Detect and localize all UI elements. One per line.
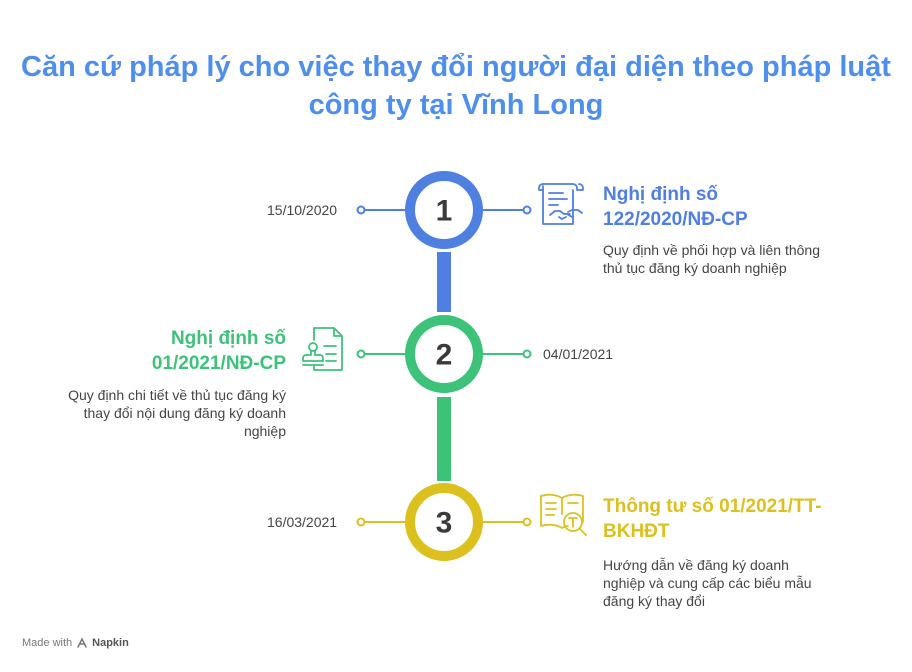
step-3-heading: Thông tư số 01/2021/TT- BKHĐT [603,494,822,544]
step-1-heading-line-2: 122/2020/NĐ-CP [603,209,748,230]
contract-handshake-icon [538,183,584,225]
step-1-desc-line-2: thủ tục đăng ký doanh nghiệp [603,260,787,276]
step-3-number: 3 [436,507,453,540]
step-2-number: 2 [436,339,453,372]
step-3-heading-line-2: BKHĐT [603,521,670,542]
step-1-circle [405,171,483,249]
connector-2-3 [437,397,451,481]
step-1-right-dot [522,205,532,215]
step-2-right-dot [522,349,532,359]
title-line-2: công ty tại Vĩnh Long [308,89,604,121]
napkin-watermark: Made with Napkin [22,637,129,649]
step-1-desc-line-1: Quy định về phối hợp và liên thông [603,242,820,258]
step-2-heading-line-2: 01/2021/NĐ-CP [151,353,286,374]
step-2-description: Quy định chi tiết về thủ tục đăng ký tha… [68,386,286,440]
step-2-desc-line-3: nghiệp [243,423,286,439]
step-3-description: Hướng dẫn về đăng ký doanh nghiệp và cun… [603,556,812,610]
page-title: Căn cứ pháp lý cho việc thay đổi người đ… [0,48,912,124]
step-3-desc-line-1: Hướng dẫn về đăng ký doanh [603,557,789,573]
step-1-heading: Nghị định số 122/2020/NĐ-CP [603,182,748,232]
step-1-heading-line-1: Nghị định số [603,184,719,205]
step-2-date: 04/01/2021 [543,346,614,362]
step-2-circle [405,315,483,393]
title-line-1: Căn cứ pháp lý cho việc thay đổi người đ… [21,51,891,83]
step-1-left-dot [356,205,366,215]
step-2-left-dot [356,349,366,359]
connector-1-2 [437,252,451,312]
step-3-desc-line-3: đăng ký thay đổi [603,593,705,609]
step-3-desc-line-2: nghiệp và cung cấp các biểu mẫu [603,575,812,591]
napkin-brand: Napkin [92,637,129,649]
step-2-desc-line-2: thay đổi nội dung đăng ký doanh [83,405,286,421]
step-2-heading-line-1: Nghị định số [170,328,286,349]
step-3-left-dot [356,517,366,527]
step-3-date: 16/03/2021 [267,514,338,530]
made-with-label: Made with [22,637,73,649]
step-1-description: Quy định về phối hợp và liên thông thủ t… [603,241,820,277]
step-2-desc-line-1: Quy định chi tiết về thủ tục đăng ký [68,387,286,403]
step-3-heading-line-1: Thông tư số 01/2021/TT- [603,496,822,517]
step-1-date: 15/10/2020 [267,202,338,218]
step-3-circle [405,483,483,561]
step-1-number: 1 [436,195,453,228]
step-3-right-dot [522,517,532,527]
stamped-document-icon [302,327,343,371]
step-2-heading: Nghị định số 01/2021/NĐ-CP [152,326,286,376]
book-text-search-icon [540,493,587,536]
napkin-logo-icon [77,637,87,648]
